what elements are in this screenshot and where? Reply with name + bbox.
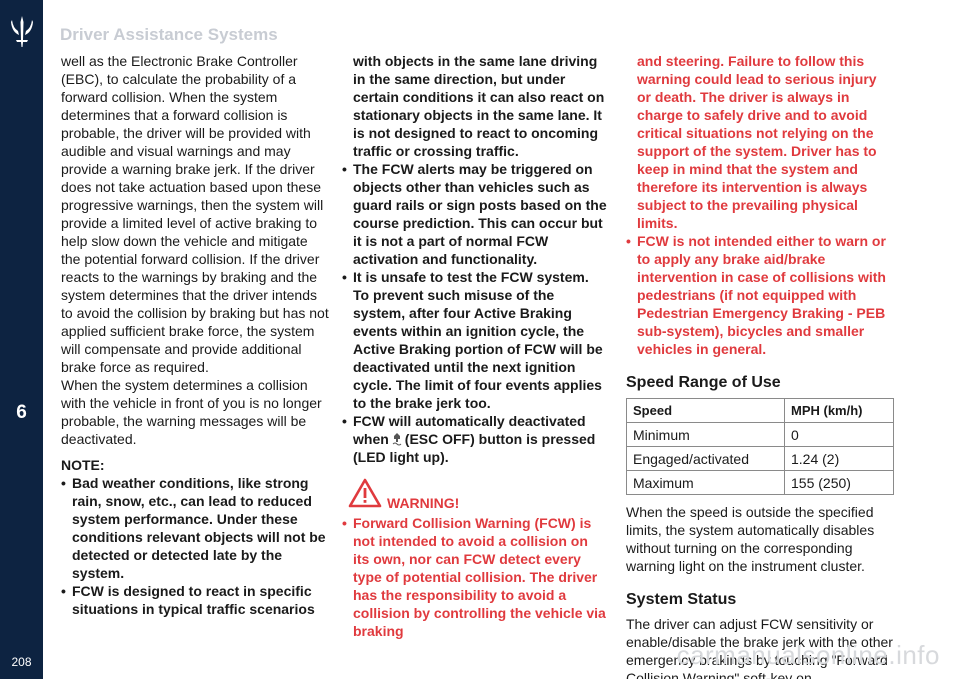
warning-triangle-icon	[348, 478, 382, 508]
table-cell: Engaged/activated	[626, 446, 785, 471]
list-item: FCW is designed to react in specific sit…	[61, 582, 329, 618]
list-item: Forward Collision Warning (FCW) is not i…	[342, 514, 608, 640]
chapter-number: 6	[16, 402, 27, 423]
table-header-row: Speed MPH (km/h)	[626, 398, 894, 423]
page-number: 208	[11, 655, 32, 669]
warning-continuation: and steering. Failure to follow this war…	[637, 53, 877, 231]
table-cell: 155 (250)	[784, 470, 894, 495]
note-label: NOTE:	[61, 457, 105, 473]
table-cell: Minimum	[626, 422, 785, 447]
list-item-text: FCW will automatically deactivated when	[353, 413, 586, 447]
list-item: The FCW alerts may be triggered on objec…	[342, 160, 608, 268]
speed-range-table: Speed MPH (km/h) Minimum 0 Engaged/activ…	[626, 398, 894, 495]
table-header-cell: MPH (km/h)	[784, 398, 894, 423]
table-row: Minimum 0	[626, 422, 894, 447]
note-list: The FCW alerts may be triggered on objec…	[342, 160, 608, 466]
paragraph: When the system determines a collision w…	[61, 377, 322, 447]
list-item: Bad weather conditions, like strong rain…	[61, 474, 329, 582]
trident-logo-icon	[11, 16, 33, 47]
list-item: It is unsafe to test the FCW system. To …	[342, 268, 608, 412]
list-item: FCW is not intended either to warn or to…	[626, 232, 894, 358]
warning-label: WARNING!	[387, 495, 460, 511]
section-title: System Status	[626, 591, 737, 608]
page-header-title: Driver Assistance Systems	[60, 25, 278, 44]
paragraph: well as the Electronic Brake Controller …	[61, 53, 329, 375]
table-row: Maximum 155 (250)	[626, 470, 894, 495]
table-header-cell: Speed	[626, 398, 785, 423]
sidebar: 6 208	[0, 0, 43, 679]
warning-header: WARNING!	[342, 478, 608, 514]
list-item-continuation: with objects in the same lane driving in…	[353, 53, 605, 159]
list-item-text: (ESC OFF) button is pressed (LED light u…	[353, 431, 596, 465]
column-3: and steering. Failure to follow this war…	[626, 52, 894, 679]
column-2: with objects in the same lane driving in…	[342, 52, 608, 640]
warning-list: FCW is not intended either to warn or to…	[626, 232, 894, 358]
table-cell: 1.24 (2)	[784, 446, 894, 471]
watermark: carmanualsonline.info	[676, 640, 940, 670]
warning-list: Forward Collision Warning (FCW) is not i…	[342, 514, 608, 640]
column-1: well as the Electronic Brake Controller …	[61, 52, 329, 618]
table-row: Engaged/activated 1.24 (2)	[626, 446, 894, 471]
table-cell: 0	[784, 422, 894, 447]
table-cell: Maximum	[626, 470, 785, 495]
note-list: Bad weather conditions, like strong rain…	[61, 474, 329, 618]
list-item: FCW will automatically deactivated when(…	[342, 412, 608, 466]
paragraph: When the speed is outside the specified …	[626, 504, 875, 574]
paragraph: The driver can adjust FCW sensitivity or…	[626, 616, 893, 679]
esc-off-icon	[392, 433, 402, 446]
section-title: Speed Range of Use	[626, 374, 781, 391]
